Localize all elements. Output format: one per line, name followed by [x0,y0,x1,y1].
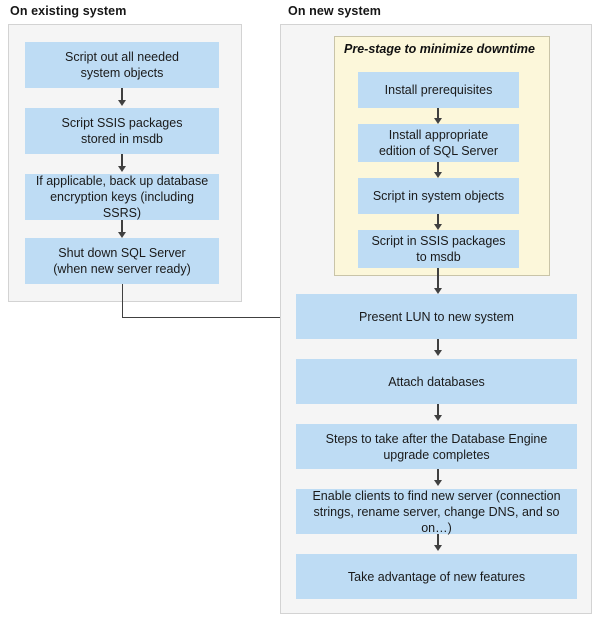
connector-arrowhead-down-icon [117,166,126,172]
connector-arrowhead-down-icon [433,118,442,124]
connector-arrowhead-down-icon [433,480,442,486]
node-line-1: Script in SSIS packages [371,234,506,248]
node-line-2: stored in msdb [81,132,163,146]
node-shut-down-sql-server[interactable]: Shut down SQL Server (when new server re… [25,238,219,284]
connector-arrowhead-down-icon [433,350,442,356]
connector-line [121,154,123,168]
node-post-upgrade-steps[interactable]: Steps to take after the Database Engine … [296,424,577,469]
connector-arrowhead-down-icon [433,224,442,230]
node-line-1: Script out all needed [65,50,179,64]
panel-title-new-system: On new system [288,4,381,18]
node-line-2: (when new server ready) [53,262,191,276]
connector-arrowhead-down-icon [433,415,442,421]
node-script-ssis-packages[interactable]: Script SSIS packages stored in msdb [25,108,219,154]
node-install-sql-server-edition[interactable]: Install appropriate edition of SQL Serve… [358,124,519,162]
node-script-in-system-objects[interactable]: Script in system objects [358,178,519,214]
connector-line [437,469,439,482]
node-script-out-system-objects[interactable]: Script out all needed system objects [25,42,219,88]
connector-line [437,404,439,417]
node-line-1: Present LUN to new system [359,309,514,324]
node-take-advantage-new-features[interactable]: Take advantage of new features [296,554,577,599]
connector-line [437,214,439,226]
node-script-in-ssis-packages[interactable]: Script in SSIS packages to msdb [358,230,519,268]
prestage-title: Pre-stage to minimize downtime [344,42,536,56]
node-line-2: encryption keys (including SSRS) [50,190,194,220]
node-install-prerequisites[interactable]: Install prerequisites [358,72,519,108]
node-line-1: Install prerequisites [384,83,493,97]
connector-arrowhead-down-icon [117,232,126,238]
node-line-2: strings, rename server, change DNS, and … [313,504,560,535]
node-line-2: to msdb [416,250,461,264]
cross-panel-connector-horizontal [122,316,292,318]
node-line-2: edition of SQL Server [378,144,499,158]
connector-arrowhead-down-icon [433,172,442,178]
node-line-1: Shut down SQL Server [58,246,186,260]
connector-arrowhead-down-icon [433,545,442,551]
node-line-1: Script in system objects [372,189,505,203]
node-line-2: system objects [80,66,164,80]
node-line-2: upgrade completes [383,447,490,462]
connector-arrowhead-down-icon [117,100,126,106]
node-line-1: Script SSIS packages [61,116,183,130]
node-line-1: If applicable, back up database [35,174,209,188]
connector-line [437,108,439,120]
node-line-1: Install appropriate [388,128,489,142]
connector-line [437,268,439,290]
node-enable-clients-find-server[interactable]: Enable clients to find new server (conne… [296,488,577,535]
panel-title-existing-system: On existing system [10,4,127,18]
node-attach-databases[interactable]: Attach databases [296,359,577,404]
node-line-1: Enable clients to find new server (conne… [312,488,561,503]
connector-line [121,220,123,234]
connector-line [437,339,439,352]
node-present-lun[interactable]: Present LUN to new system [296,294,577,339]
node-back-up-encryption-keys[interactable]: If applicable, back up database encrypti… [25,174,219,220]
node-line-1: Steps to take after the Database Engine [325,431,548,446]
connector-arrowhead-down-icon [433,288,442,294]
node-line-1: Attach databases [388,374,485,389]
connector-line [121,88,123,102]
connector-line [437,534,439,547]
connector-line [437,162,439,174]
cross-panel-connector-vertical [122,284,124,318]
node-line-1: Take advantage of new features [347,569,526,584]
